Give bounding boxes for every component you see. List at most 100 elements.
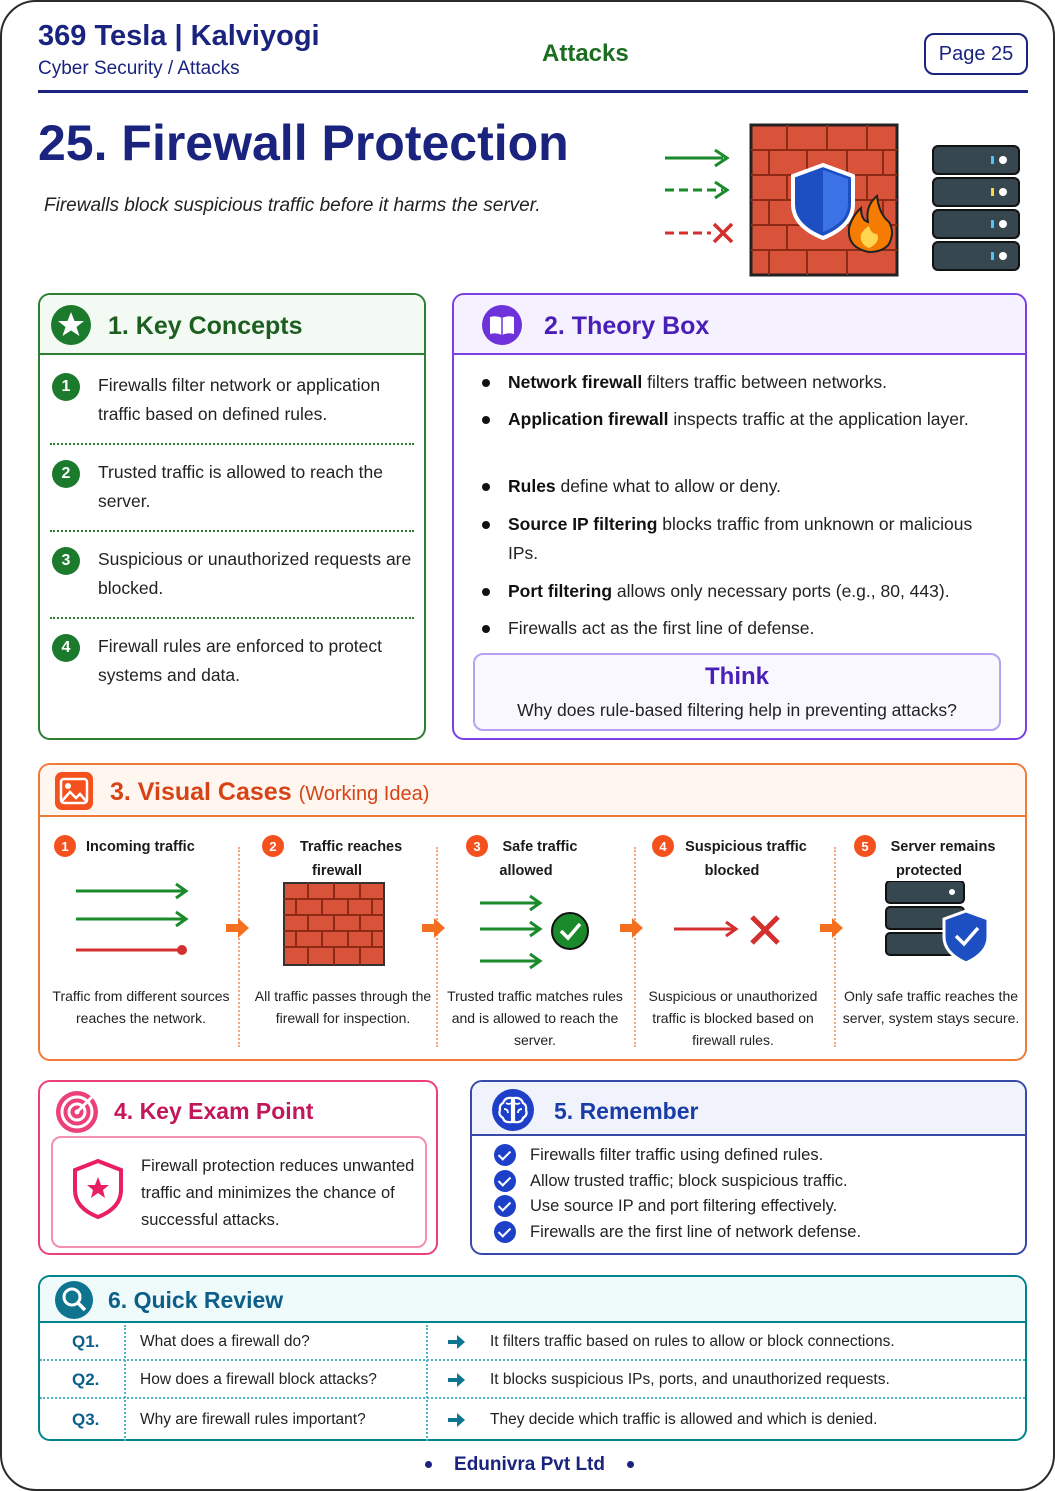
question-text: What does a firewall do? [140, 1333, 310, 1350]
shield-star-icon [73, 1158, 123, 1220]
key-concepts-panel: 1. Key Concepts 1 Firewalls filter netwo… [38, 293, 426, 740]
step-description: Suspicious or unauthorized traffic is bl… [648, 988, 818, 1048]
step-title: Safe traffic allowed [499, 839, 578, 879]
step-description: All traffic passes through the firewall … [254, 988, 432, 1026]
checkmark-icon [494, 1170, 516, 1192]
review-row: Q3. Why are firewall rules important? Th… [40, 1401, 1025, 1439]
arrow-right-icon [422, 918, 445, 938]
review-row: Q2. How does a firewall block attacks? I… [40, 1361, 1025, 1399]
concept-text: Firewall rules are enforced to protect s… [98, 636, 383, 685]
traffic-arrows-icon [665, 148, 734, 244]
think-title: Think [705, 663, 769, 690]
server-icon [932, 145, 1020, 271]
concept-divider [50, 443, 414, 445]
concept-text: Trusted traffic is allowed to reach the … [98, 462, 383, 511]
quick-review-panel: 6. Quick Review Q1. What does a firewall… [38, 1275, 1027, 1441]
open-book-icon [482, 305, 522, 345]
case-step-5: 5 Server remains protected Only safe tra… [836, 831, 1026, 1051]
step-number: 4 [652, 835, 674, 857]
question-text: How does a firewall block attacks? [140, 1371, 377, 1388]
checkmark-icon [494, 1144, 516, 1166]
theory-title: 2. Theory Box [544, 312, 710, 340]
concept-number: 3 [52, 547, 80, 575]
remember-title: 5. Remember [554, 1098, 699, 1124]
step-title: Incoming traffic [86, 839, 195, 855]
shield-icon [791, 162, 855, 241]
theory-item: Port filtering allows only necessary por… [478, 577, 998, 606]
review-row: Q1. What does a firewall do? It filters … [40, 1323, 1025, 1361]
remember-item: Firewalls filter traffic using defined r… [530, 1146, 824, 1164]
step-number: 3 [466, 835, 488, 857]
safe-traffic-icon [480, 894, 589, 970]
think-box: Think Why does rule-based filtering help… [473, 653, 1001, 731]
question-number: Q1. [72, 1332, 100, 1351]
firewall-hero-illustration [665, 123, 1020, 277]
step-title: Suspicious traffic blocked [685, 839, 807, 879]
image-icon [55, 772, 93, 810]
page-subtitle: Firewalls block suspicious traffic befor… [44, 195, 541, 216]
remember-panel: 5. Remember Firewalls filter traffic usi… [470, 1080, 1027, 1255]
arrow-right-icon [820, 918, 843, 938]
column-divider [426, 1325, 428, 1441]
theory-panel: 2. Theory Box Network firewall filters t… [452, 293, 1027, 740]
remember-item: Firewalls are the first line of network … [530, 1223, 862, 1241]
header-divider [38, 90, 1028, 93]
arrow-right-icon [226, 918, 249, 938]
exam-point-panel: 4. Key Exam Point Firewall protection re… [38, 1080, 438, 1255]
theory-item: Application firewall inspects traffic at… [478, 405, 998, 434]
arrow-right-icon [448, 1335, 465, 1349]
quick-review-header: 6. Quick Review [40, 1277, 1025, 1323]
answer-text: It blocks suspicious IPs, ports, and una… [490, 1371, 890, 1388]
remember-item: Use source IP and port filtering effecti… [530, 1197, 838, 1215]
key-concepts-header: 1. Key Concepts [40, 295, 424, 355]
step-number: 2 [262, 835, 284, 857]
theory-item: Rules define what to allow or deny. [478, 472, 998, 501]
case-step-3: 3 Safe traffic allowed Trusted traffic m… [440, 831, 630, 1051]
exam-point-title: 4. Key Exam Point [114, 1098, 314, 1124]
page-number-badge: Page 25 [924, 33, 1028, 75]
incoming-traffic-icon [76, 882, 189, 955]
exam-point-header: 4. Key Exam Point [40, 1082, 436, 1136]
case-step-1: 1 Incoming traffic Traffic from differen… [46, 831, 236, 1051]
footer: Edunivra Pvt Ltd [2, 1454, 1053, 1476]
arrow-right-icon [620, 918, 643, 938]
concept-item: 2 Trusted traffic is allowed to reach th… [50, 458, 414, 518]
brand-title: 369 Tesla | Kalviyogi [38, 20, 320, 52]
question-text: Why are firewall rules important? [140, 1411, 366, 1428]
concept-divider [50, 617, 414, 619]
step-divider [238, 847, 240, 1047]
concept-number: 2 [52, 460, 80, 488]
concept-item: 1 Firewalls filter network or applicatio… [50, 371, 414, 431]
question-number: Q3. [72, 1410, 100, 1429]
column-divider [124, 1325, 126, 1441]
arrow-right-icon [448, 1413, 465, 1427]
star-badge-icon [51, 305, 91, 345]
step-divider [436, 847, 438, 1047]
concept-number: 1 [52, 373, 80, 401]
case-step-2: 2 Traffic reaches firewall All traffic p… [248, 831, 438, 1051]
footer-dot [626, 1461, 634, 1469]
concept-text: Suspicious or unauthorized requests are … [98, 549, 412, 598]
footer-dot [425, 1461, 433, 1469]
think-question: Why does rule-based filtering help in pr… [517, 700, 957, 720]
answer-text: It filters traffic based on rules to all… [490, 1333, 895, 1350]
answer-text: They decide which traffic is allowed and… [490, 1411, 878, 1428]
search-icon [55, 1281, 93, 1319]
concept-item: 4 Firewall rules are enforced to protect… [50, 632, 414, 692]
visual-cases-header: 3. Visual Cases (Working Idea) [40, 765, 1025, 817]
checkmark-icon [494, 1221, 516, 1243]
page-title: 25. Firewall Protection [38, 115, 569, 171]
step-description: Trusted traffic matches rules and is all… [447, 988, 623, 1048]
target-icon [56, 1091, 98, 1133]
step-number: 1 [54, 835, 76, 857]
arrow-right-icon [448, 1373, 465, 1387]
section-label: Attacks [542, 40, 629, 67]
theory-item: Network firewall filters traffic between… [478, 368, 998, 397]
key-concepts-title: 1. Key Concepts [108, 312, 303, 340]
step-number: 5 [854, 835, 876, 857]
quick-review-title: 6. Quick Review [108, 1287, 284, 1313]
exam-point-text: Firewall protection reduces unwanted tra… [141, 1157, 415, 1229]
exam-point-card: Firewall protection reduces unwanted tra… [51, 1136, 427, 1248]
theory-header: 2. Theory Box [454, 295, 1025, 355]
